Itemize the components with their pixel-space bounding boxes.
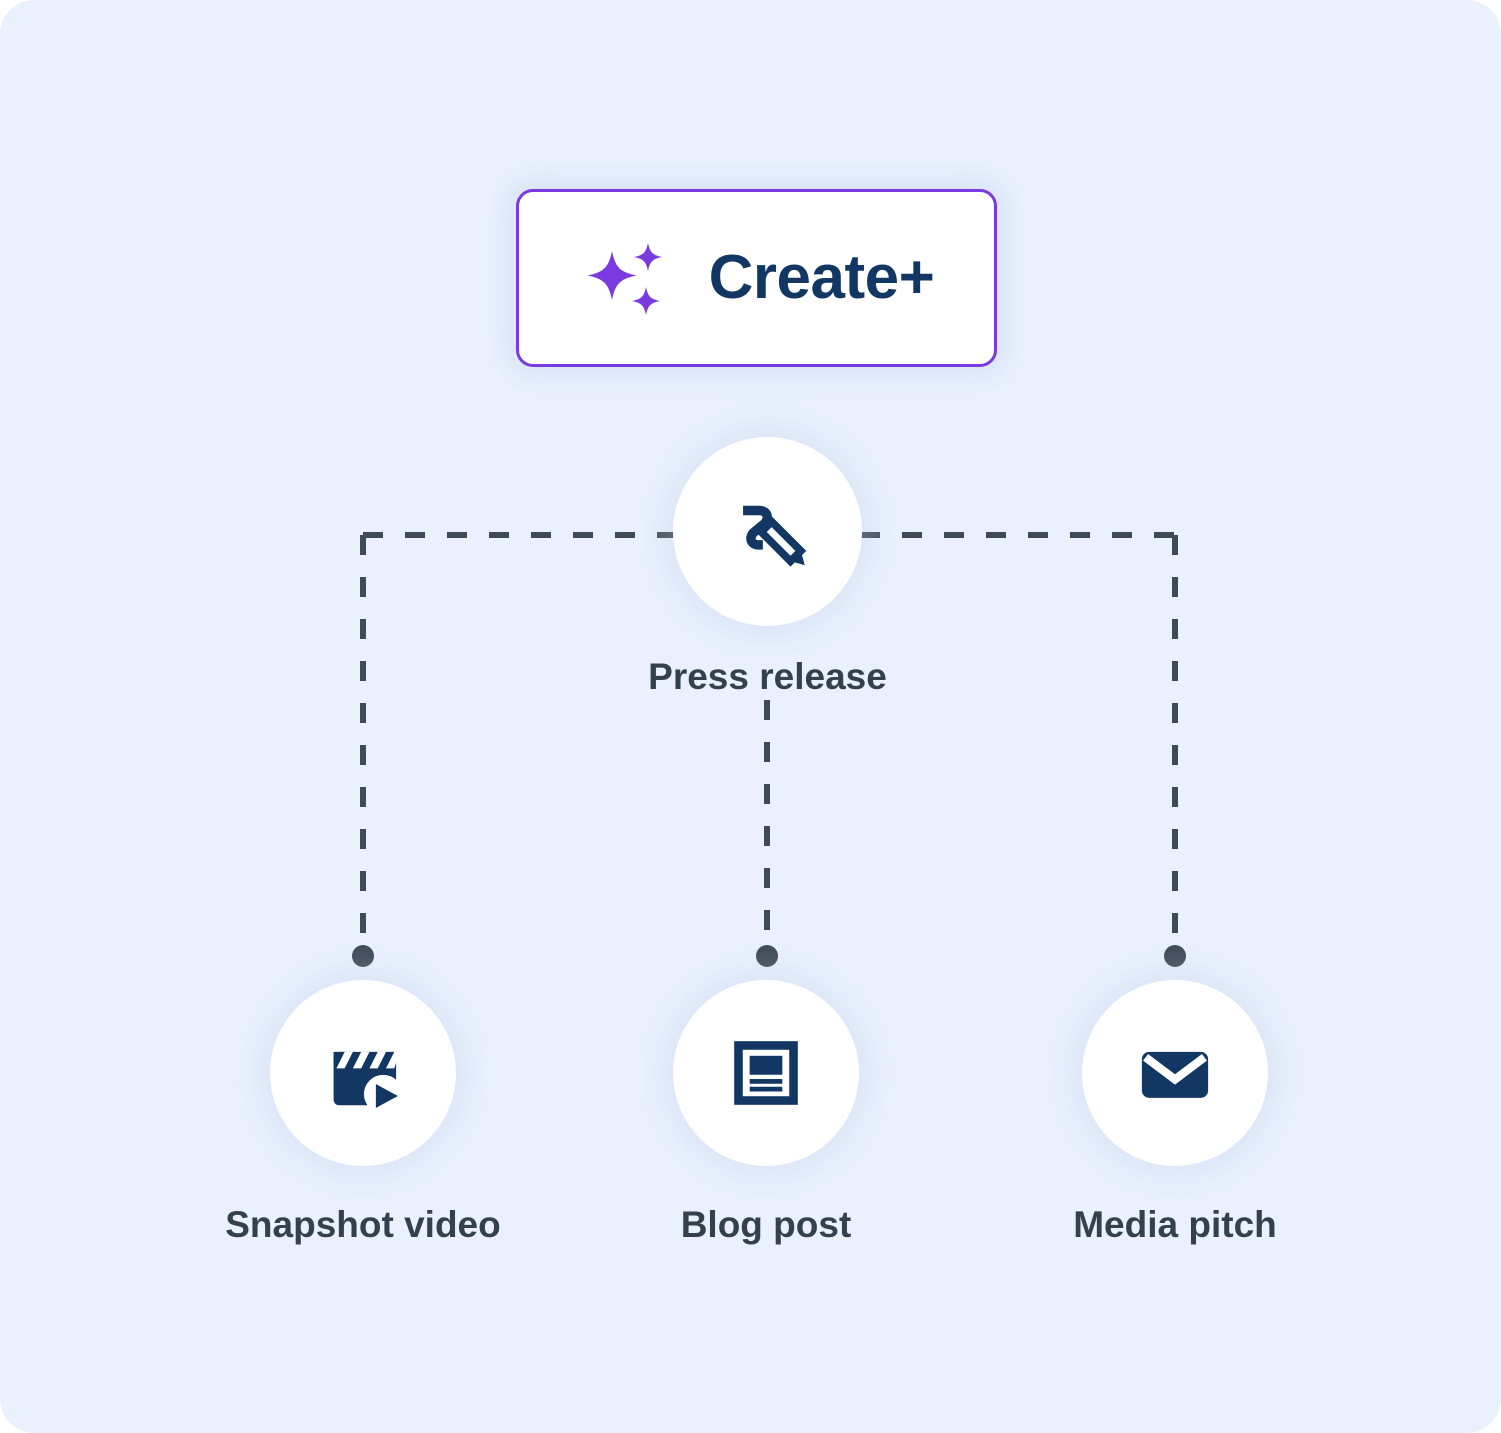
envelope-icon bbox=[1141, 1051, 1209, 1098]
snapshot-video-icon-circle[interactable] bbox=[270, 980, 456, 1166]
press-release-icon-circle[interactable] bbox=[673, 437, 862, 626]
pencil-scribble-icon bbox=[742, 505, 806, 567]
node-press-release[interactable]: Press release bbox=[531, 437, 1004, 695]
create-plus-label: Create+ bbox=[708, 243, 935, 312]
node-snapshot-video[interactable]: Snapshot video bbox=[130, 980, 596, 1243]
clapperboard-play-icon bbox=[333, 1051, 400, 1108]
press-release-label: Press release bbox=[648, 656, 887, 697]
connector-endpoint-dots bbox=[352, 945, 1186, 967]
blog-post-label: Blog post bbox=[680, 1204, 852, 1245]
article-document-icon bbox=[734, 1041, 798, 1105]
sparkles-icon bbox=[579, 230, 675, 326]
create-plus-button[interactable]: Create+ bbox=[516, 189, 997, 367]
blog-post-icon-circle[interactable] bbox=[673, 980, 859, 1166]
node-blog-post[interactable]: Blog post bbox=[533, 980, 999, 1243]
node-media-pitch[interactable]: Media pitch bbox=[942, 980, 1408, 1243]
snapshot-video-label: Snapshot video bbox=[225, 1204, 501, 1245]
media-pitch-icon-circle[interactable] bbox=[1082, 980, 1268, 1166]
media-pitch-label: Media pitch bbox=[1073, 1204, 1277, 1245]
